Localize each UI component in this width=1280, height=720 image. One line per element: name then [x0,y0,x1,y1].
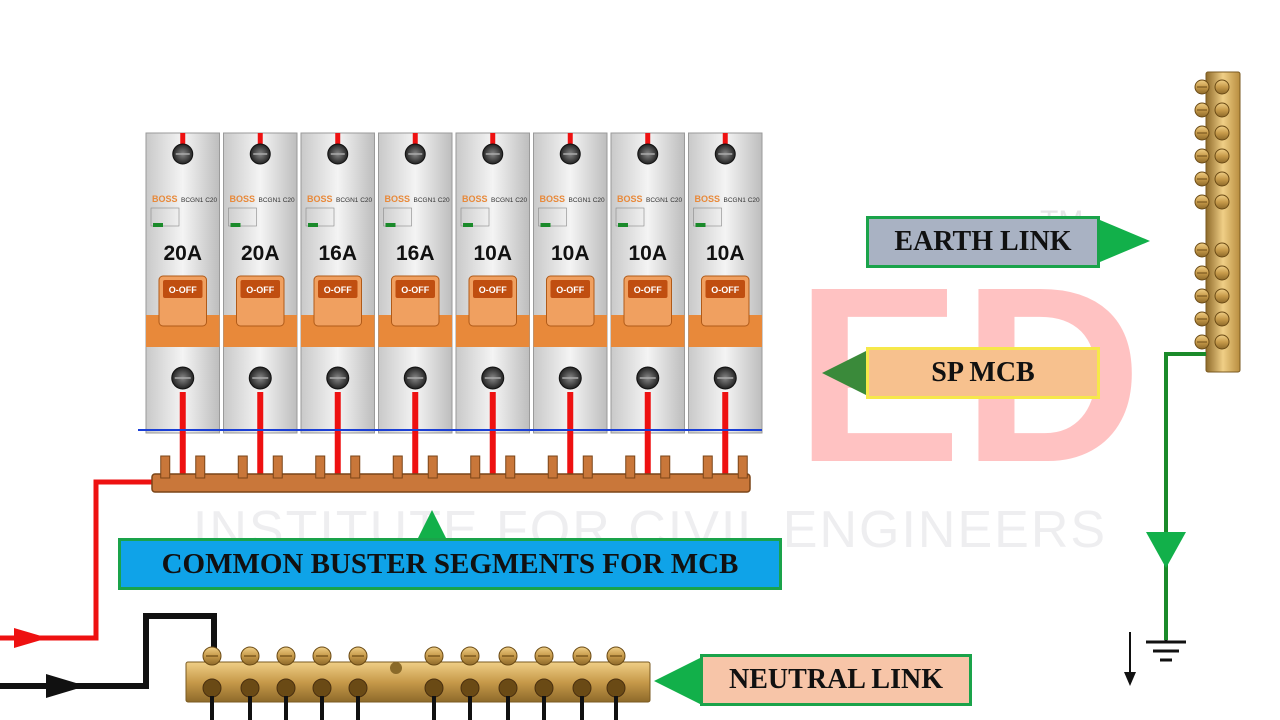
neutral-hole-icon [202,678,222,698]
mcb-switch-label: O-OFF [324,285,352,295]
busbar-tooth [547,455,558,479]
earth-screw-icon [1214,148,1230,164]
neutral-wire-feed [0,613,217,689]
mcb-switch-label: O-OFF [711,285,739,295]
neutral-hole-icon [534,678,554,698]
earth-link-arrow [1100,220,1150,262]
busbar-tooth [470,455,481,479]
neutral-hole-icon [276,678,296,698]
busbar-tooth [237,455,248,479]
busbar-tooth [195,455,206,479]
earth-screw-icon [1214,171,1230,187]
mcb-rating: 20A [241,242,280,265]
mcb-rating: 10A [473,242,512,265]
mcb-switch-label: O-OFF [556,285,584,295]
earth-screw-icon [1214,194,1230,210]
mcb-rating: 16A [396,242,435,265]
busbar-tooth [660,455,671,479]
mcb-brand: BOSS [462,194,488,204]
mcb-brand: BOSS [540,194,566,204]
earth-screw-icon [1214,265,1230,281]
neutral-link-arrow [654,658,700,704]
mcb-rating: 10A [706,242,745,265]
mcb-rating: 20A [163,242,202,265]
earth-link-bar [1194,71,1241,373]
neutral-hole-icon [348,678,368,698]
mcb-switch-label: O-OFF [401,285,429,295]
busbar-tooth [315,455,326,479]
mcb-model: BCGN1 C20 [336,197,373,204]
earth-screw-icon [1214,125,1230,141]
earth-wire [1164,352,1206,640]
busbar-pointer-arrow [418,510,446,538]
earth-screw-icon [1214,102,1230,118]
busbar-tooth [737,455,748,479]
mcb-rating: 10A [628,242,667,265]
neutral-hole-icon [312,678,332,698]
busbar-tooth [160,455,171,479]
live-wire-arrow [14,628,48,648]
mcb-rating: 16A [318,242,357,265]
mcb-model: BCGN1 C20 [569,197,606,204]
earth-screw-icon [1214,311,1230,327]
mcb-brand: BOSS [617,194,643,204]
neutral-link-label: NEUTRAL LINK [700,654,972,706]
earth-screw-icon [1214,242,1230,258]
earth-screw-icon [1214,288,1230,304]
mcb-brand: BOSS [230,194,256,204]
busbar-tooth [625,455,636,479]
neutral-hole-icon [240,678,260,698]
common-busbar [151,455,751,493]
neutral-hole-icon [498,678,518,698]
mcb-rating: 10A [551,242,590,265]
busbar-tooth [272,455,283,479]
earth-wire-arrow [1146,532,1186,568]
down-arrow-icon [1124,632,1136,686]
busbar-tooth [582,455,593,479]
mcb-model: BCGN1 C20 [259,197,296,204]
mcb-model: BCGN1 C20 [491,197,528,204]
neutral-hole-icon [460,678,480,698]
sp-mcb-label: SP MCB [866,347,1100,399]
busbar-tooth [427,455,438,479]
busbar-tooth [702,455,713,479]
neutral-hole-icon [606,678,626,698]
mcb-model: BCGN1 C20 [724,197,761,204]
busbar-tooth [392,455,403,479]
neutral-wire-arrow [46,674,86,698]
ground-icon [1146,640,1186,662]
neutral-hole-icon [572,678,592,698]
mcb-model: BCGN1 C20 [646,197,683,204]
neutral-hole-icon [424,678,444,698]
sp-mcb-arrow [822,350,868,396]
mcb-model: BCGN1 C20 [414,197,451,204]
busbar-tooth [505,455,516,479]
mcb-brand: BOSS [385,194,411,204]
mcb-switch-label: O-OFF [169,285,197,295]
mcb-model: BCGN1 C20 [181,197,218,204]
earth-link-label: EARTH LINK [866,216,1100,268]
earth-screw-icon [1214,79,1230,95]
mcb-switch-label: O-OFF [634,285,662,295]
neutral-link-bar [185,646,651,720]
mcb-switch-label: O-OFF [479,285,507,295]
busbar-label: COMMON BUSTER SEGMENTS FOR MCB [118,538,782,590]
mcb-switch-label: O-OFF [246,285,274,295]
mcb-brand: BOSS [307,194,333,204]
busbar-tooth [350,455,361,479]
mcb-brand: BOSS [695,194,721,204]
mcb-brand: BOSS [152,194,178,204]
earth-screw-icon [1214,334,1230,350]
